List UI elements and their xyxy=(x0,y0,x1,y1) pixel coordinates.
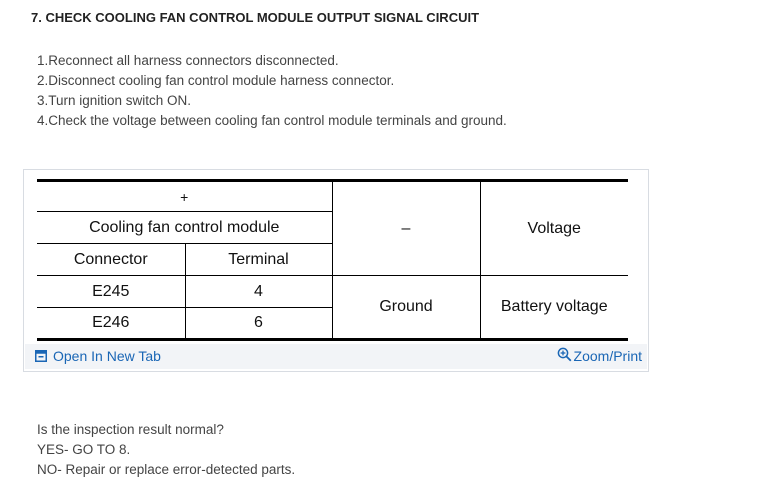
open-in-new-tab-link[interactable]: Open In New Tab xyxy=(35,348,161,364)
procedure-step: 3.Turn ignition switch ON. xyxy=(37,93,192,108)
plus-header: + xyxy=(37,180,333,212)
table-row: E246 6 xyxy=(37,307,628,340)
zoom-print-label[interactable]: Zoom/Print xyxy=(573,348,642,364)
module-header: Cooling fan control module xyxy=(37,211,333,244)
spec-table-container: + – Voltage Cooling fan control module C… xyxy=(23,169,649,372)
connector-header: Connector xyxy=(37,243,186,276)
result-yes: YES- GO TO 8. xyxy=(37,442,131,457)
table-toolbar: Open In New Tab Zoom/Print xyxy=(25,344,647,369)
voltage-value-cell: Battery voltage xyxy=(479,275,628,340)
minus-value-cell: Ground xyxy=(331,275,481,340)
zoom-in-icon xyxy=(557,347,571,361)
procedure-steps: 1.Reconnect all harness connectors disco… xyxy=(37,51,507,131)
connector-cell: E245 xyxy=(37,275,186,308)
inspection-result: Is the inspection result normal? YES- GO… xyxy=(37,420,295,480)
voltage-header: Voltage xyxy=(479,180,628,276)
result-question: Is the inspection result normal? xyxy=(37,422,224,437)
open-in-new-tab-label[interactable]: Open In New Tab xyxy=(53,348,161,364)
procedure-step: 1.Reconnect all harness connectors disco… xyxy=(37,53,339,68)
zoom-print-link[interactable]: Zoom/Print xyxy=(557,347,642,364)
section-heading: 7. CHECK COOLING FAN CONTROL MODULE OUTP… xyxy=(31,10,480,25)
minus-header: – xyxy=(331,180,481,276)
result-no: NO- Repair or replace error-detected par… xyxy=(37,462,296,477)
procedure-step: 4.Check the voltage between cooling fan … xyxy=(37,113,507,128)
terminal-cell: 4 xyxy=(184,275,333,308)
voltage-spec-table: + – Voltage Cooling fan control module C… xyxy=(37,179,628,341)
terminal-header: Terminal xyxy=(184,243,333,276)
new-tab-icon xyxy=(35,350,47,362)
connector-cell: E246 xyxy=(37,307,186,340)
procedure-step: 2.Disconnect cooling fan control module … xyxy=(37,73,395,88)
table-row: E245 4 Ground Battery voltage xyxy=(37,275,628,340)
terminal-cell: 6 xyxy=(184,307,333,340)
